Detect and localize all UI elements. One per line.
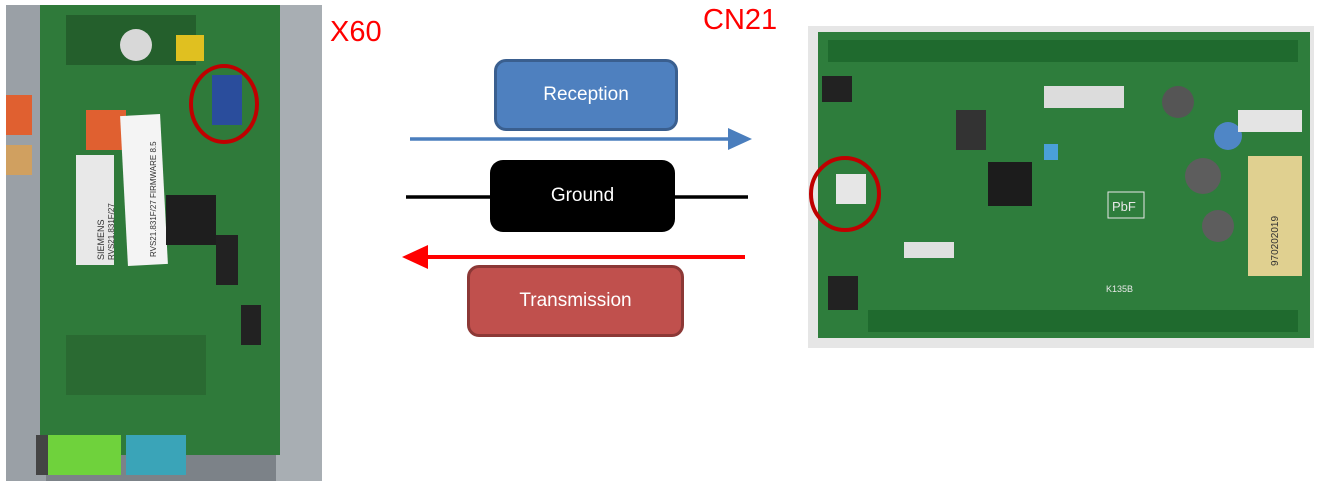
reception-box: Reception [494,59,678,131]
reception-label: Reception [543,84,629,106]
ground-label: Ground [551,185,614,207]
transmission-box: Transmission [467,265,684,337]
ground-box: Ground [490,160,675,232]
reception-arrowhead [728,128,752,150]
transmission-label: Transmission [519,290,631,312]
transmission-arrowhead [402,245,428,269]
